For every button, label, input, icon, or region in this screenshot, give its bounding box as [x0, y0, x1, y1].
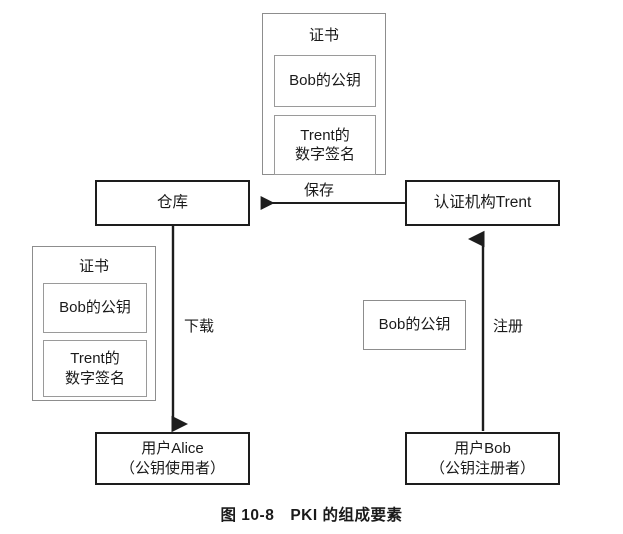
edge-label-register: 注册 — [493, 318, 524, 336]
certificate-title: 证书 — [78, 258, 109, 275]
certificate-box-left: 证书 Bob的公钥 Trent的 数字签名 — [32, 246, 156, 401]
certificate-public-key-box: Bob的公钥 — [43, 283, 147, 333]
figure-caption: 图 10-8 PKI 的组成要素 — [220, 507, 403, 524]
certificate-signature-line1: Trent的 — [300, 126, 350, 144]
alice-label-line2: （公钥使用者） — [119, 459, 225, 477]
authority-box: 认证机构Trent — [405, 180, 560, 226]
alice-label-line1: 用户Alice — [141, 440, 204, 458]
certificate-signature-line2: 数字签名 — [294, 146, 355, 163]
certificate-signature-box: Trent的 数字签名 — [274, 115, 376, 175]
certificate-title: 证书 — [308, 27, 339, 44]
certificate-signature-line2: 数字签名 — [64, 369, 125, 387]
certificate-public-key-box: Bob的公钥 — [274, 55, 376, 107]
certificate-box-top: 证书 Bob的公钥 Trent的 数字签名 — [262, 13, 386, 175]
repository-label: 仓库 — [156, 194, 188, 212]
standalone-public-key-box: Bob的公钥 — [363, 300, 466, 350]
bob-box: 用户Bob （公钥注册者） — [405, 432, 560, 485]
bob-label-line2: （公钥注册者） — [429, 459, 535, 477]
repository-box: 仓库 — [95, 180, 250, 226]
bob-label-line1: 用户Bob — [454, 440, 511, 458]
certificate-public-key-label: Bob的公钥 — [59, 299, 131, 317]
edge-label-save: 保存 — [304, 182, 335, 200]
authority-label: 认证机构Trent — [433, 194, 532, 212]
edge-label-download: 下载 — [184, 318, 215, 336]
certificate-signature-box: Trent的 数字签名 — [43, 340, 147, 397]
certificate-public-key-label: Bob的公钥 — [289, 72, 361, 90]
standalone-public-key-label: Bob的公钥 — [378, 316, 451, 334]
certificate-signature-line1: Trent的 — [70, 350, 120, 368]
alice-box: 用户Alice （公钥使用者） — [95, 432, 250, 485]
